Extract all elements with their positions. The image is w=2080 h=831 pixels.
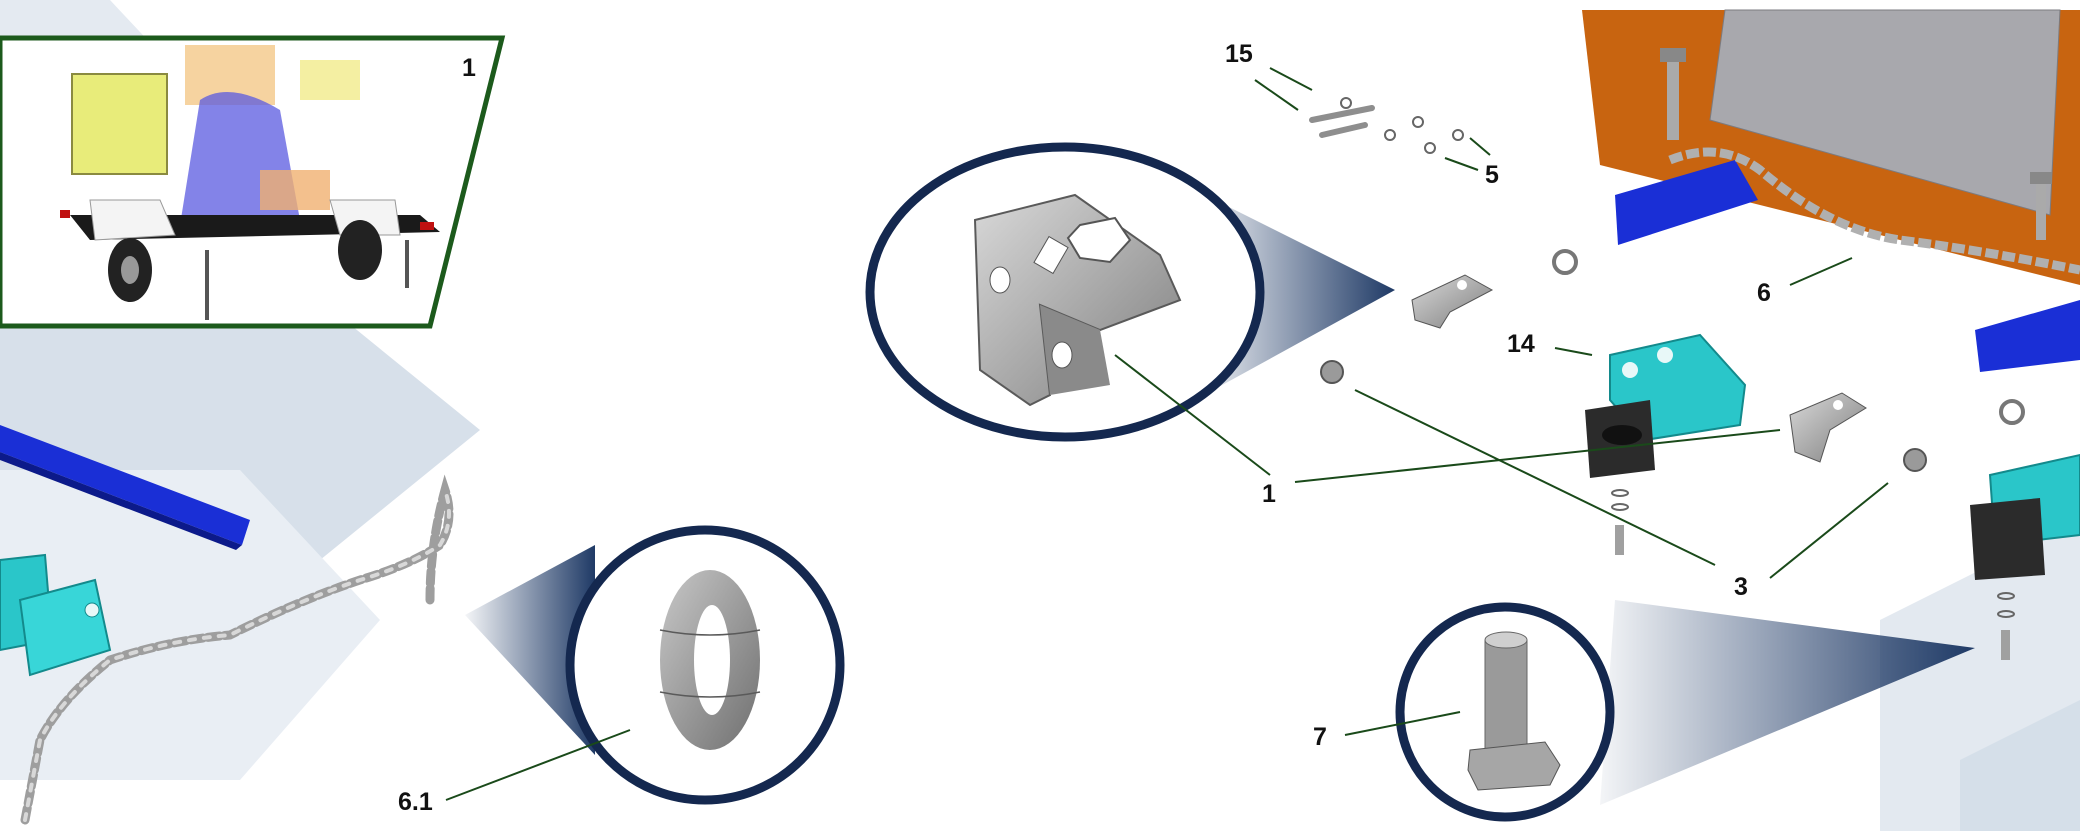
inset-callout-1: 1 — [462, 54, 476, 82]
angle-bracket-icon — [973, 193, 1182, 407]
cyan-bracket-left — [0, 553, 112, 677]
chain-left — [20, 474, 454, 825]
leader-lines — [1114, 67, 1889, 736]
callout-14: 14 — [1507, 330, 1535, 358]
mounting-plate — [1582, 9, 2080, 285]
inset-overview: 1 — [0, 35, 506, 329]
hex-bolt-icon — [1467, 631, 1561, 791]
rubber-mounts — [1585, 400, 2045, 580]
callout-5: 5 — [1485, 161, 1499, 189]
chain-right — [1668, 147, 2080, 275]
zoom-hex-bolt — [1395, 600, 1975, 822]
callout-15: 15 — [1225, 40, 1253, 68]
mount-bolts — [1611, 489, 2015, 660]
nut-part3 — [1320, 360, 1927, 472]
blue-spacer-blocks — [1615, 160, 2080, 372]
bolts-and-washers — [1309, 97, 2025, 425]
callout-6: 6 — [1757, 279, 1771, 307]
callout-7: 7 — [1313, 723, 1327, 751]
small-bracket-part1-a — [1411, 274, 1494, 329]
small-bracket-part1-b — [1789, 392, 1867, 463]
trailer-illustration — [60, 45, 440, 320]
chain-link-icon — [659, 570, 761, 750]
callout-3: 3 — [1734, 573, 1748, 601]
zoom-chain-link: 6.1 — [398, 525, 845, 816]
callout-6-1: 6.1 — [398, 788, 433, 816]
callout-1: 1 — [1262, 480, 1276, 508]
blue-channel — [0, 425, 250, 550]
zoom-angle-bracket — [865, 142, 1395, 442]
